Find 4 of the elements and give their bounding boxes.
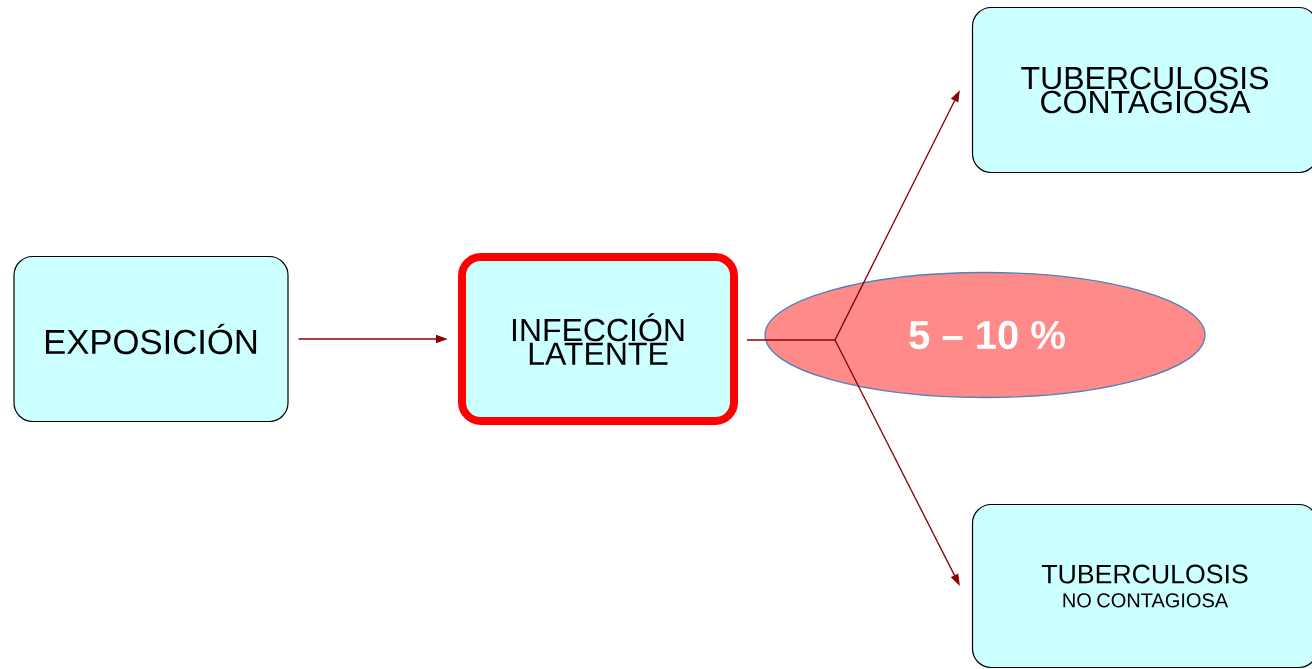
process-box: EXPOSICIÓN — [13, 255, 289, 423]
highlighted-box: INFECCIÓN LATENTE — [458, 253, 738, 425]
process-box: TUBERCULOSIS CONTAGIOSA — [971, 6, 1312, 174]
process-box: TUBERCULOSIS NO CONTAGIOSA — [971, 503, 1312, 669]
